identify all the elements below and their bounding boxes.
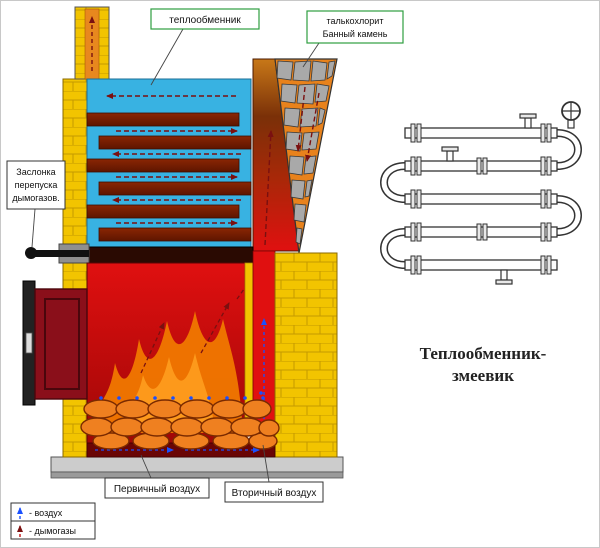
damper-label-line1: Заслонка bbox=[16, 167, 55, 177]
damper-knob bbox=[25, 247, 37, 259]
primary-air-label: Первичный воздух bbox=[114, 484, 200, 495]
stone-label-line1: талькохлорит bbox=[327, 16, 384, 26]
coil-flanges bbox=[410, 123, 552, 275]
door-inner-frame bbox=[44, 298, 80, 390]
damper-label-line3: дымогазов. bbox=[12, 193, 59, 203]
stone-callout: талькохлорит Банный камень bbox=[302, 10, 404, 68]
duct-gas-arrows bbox=[264, 86, 320, 246]
flue-gas-arrows bbox=[106, 93, 241, 226]
right-brick-wall bbox=[274, 252, 338, 458]
legend-flue-box bbox=[10, 520, 96, 540]
damper-rod bbox=[27, 250, 89, 257]
left-brick-wall bbox=[62, 78, 88, 458]
chimney bbox=[74, 6, 110, 80]
primary-air-callout: Первичный воздух bbox=[104, 454, 210, 499]
coil-caption-line2: змеевик bbox=[452, 366, 514, 385]
heat-exchanger bbox=[86, 78, 252, 248]
air-dots bbox=[99, 396, 265, 400]
heat-exchanger-label: теплообменник bbox=[169, 14, 241, 26]
damper-label-line2: перепуска bbox=[15, 180, 58, 190]
firebox-top-plate bbox=[62, 246, 254, 264]
coil-exchanger-drawing: Теплообменник- змеевик bbox=[380, 101, 582, 385]
flue-bypass-damper bbox=[25, 243, 90, 264]
coil-caption-line1: Теплообменник- bbox=[420, 344, 547, 363]
base-slab bbox=[50, 456, 344, 479]
legend: - воздух - дымогазы bbox=[10, 502, 96, 540]
legend-flue-label: - дымогазы bbox=[29, 526, 76, 536]
damper-callout: Заслонка перепуска дымогазов. bbox=[6, 160, 66, 248]
stove bbox=[22, 6, 344, 479]
secondary-air-label: Вторичный воздух bbox=[232, 488, 317, 499]
logs bbox=[80, 399, 280, 450]
heat-exchanger-callout: теплообменник bbox=[150, 8, 260, 86]
hearth bbox=[80, 396, 280, 458]
legend-air-label: - воздух bbox=[29, 508, 63, 518]
callouts: теплообменник талькохлорит Банный камень… bbox=[6, 8, 404, 503]
coil-fittings bbox=[441, 101, 581, 285]
exchanger-plates bbox=[86, 112, 252, 242]
secondary-air-callout: Вторичный воздух bbox=[224, 444, 324, 503]
door-handle bbox=[25, 332, 33, 354]
firebox-door bbox=[22, 280, 88, 406]
stone-label-line2: Банный камень bbox=[323, 29, 388, 39]
